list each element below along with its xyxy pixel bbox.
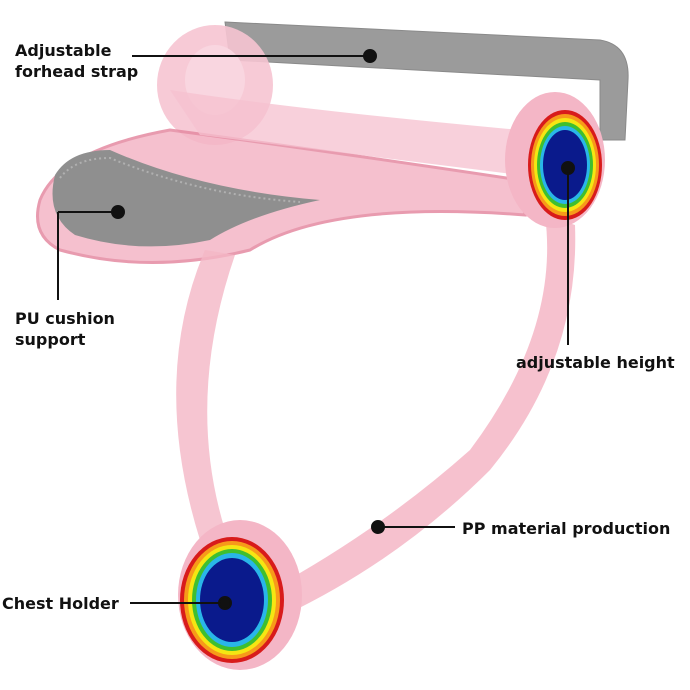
chest-holder-disc [178,520,302,670]
label-chest-holder: Chest Holder [2,594,119,613]
label-pp-material: PP material production [462,519,671,538]
frame-left-leg [176,250,235,540]
label-line: support [15,330,86,349]
label-line: Adjustable [15,41,112,60]
pu-cushion [52,150,320,247]
frame-right-leg [270,215,576,615]
label-forehead-strap: Adjustable forhead strap [15,40,138,82]
label-line: forhead strap [15,62,139,81]
height-adjuster-disc [505,92,605,228]
forehead-strap [224,21,629,141]
label-adjustable-height: adjustable height [516,353,675,372]
label-pu-cushion: PU cushion support [15,308,115,350]
label-line: PU cushion [15,309,115,328]
